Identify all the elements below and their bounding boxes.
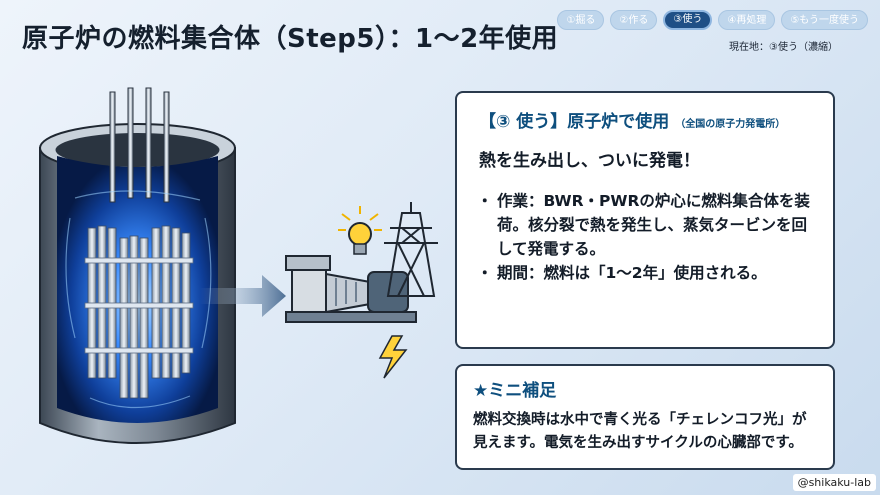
- step-4-button[interactable]: ④再処理: [718, 10, 776, 30]
- control-rods-illustration: [109, 87, 170, 203]
- power-tower-icon: [384, 202, 438, 297]
- main-info-panel: 【③ 使う】原子炉で使用 （全国の原子力発電所） 熱を生み出し、ついに発電！ 作…: [455, 91, 835, 349]
- main-panel-heading: 【③ 使う】原子炉で使用: [479, 112, 670, 132]
- main-panel-bullets: 作業：BWR・PWRの炉心に燃料集合体を装荷。核分裂で熱を発生し、蒸気タービンを…: [477, 189, 817, 285]
- light-bulb-icon: [338, 206, 382, 255]
- step-navigation: ①掘る ②作る ③使う ④再処理 ⑤もう一度使う: [557, 10, 868, 30]
- note-body: 燃料交換時は水中で青く光る「チェレンコフ光」が見えます。電気を生み出すサイクルの…: [473, 412, 807, 451]
- step-5-button[interactable]: ⑤もう一度使う: [781, 10, 868, 30]
- bullet-period: 期間：燃料は「1〜2年」使用される。: [477, 261, 817, 285]
- bullet-work: 作業：BWR・PWRの炉心に燃料集合体を装荷。核分裂で熱を発生し、蒸気タービンを…: [477, 189, 817, 261]
- step-3-button[interactable]: ③使う: [663, 10, 713, 30]
- fuel-assembly-illustration: [84, 225, 194, 399]
- credit-badge: @shikaku-lab: [792, 474, 876, 491]
- main-panel-title: 【③ 使う】原子炉で使用 （全国の原子力発電所）: [479, 107, 817, 132]
- note-title: ★ミニ補足: [473, 381, 557, 401]
- turbine-generator-icon: [285, 255, 417, 323]
- current-location: 現在地：③使う（濃縮）: [729, 42, 838, 53]
- note-panel: ★ミニ補足 燃料交換時は水中で青く光る「チェレンコフ光」が見えます。電気を生み出…: [455, 364, 835, 470]
- lightning-icon: [378, 335, 408, 379]
- arrow-right-icon: [200, 275, 286, 317]
- reactor-illustration: [39, 87, 438, 444]
- step-2-button[interactable]: ②作る: [610, 10, 658, 30]
- step-1-button[interactable]: ①掘る: [557, 10, 605, 30]
- main-panel-subhead: 熱を生み出し、ついに発電！: [479, 151, 700, 171]
- main-panel-heading-note: （全国の原子力発電所）: [675, 119, 786, 130]
- page-title: 原子炉の燃料集合体（Step5）：1〜2年使用: [22, 24, 559, 54]
